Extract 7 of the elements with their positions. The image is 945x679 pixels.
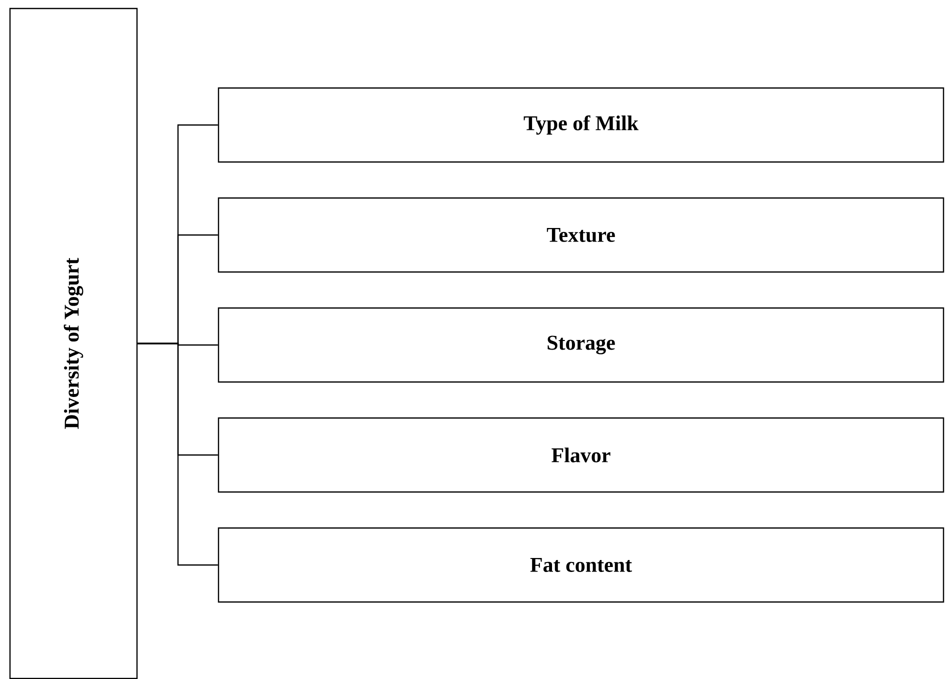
connector-line: [138, 342, 218, 566]
subcategory-box: Texture: [218, 197, 944, 273]
subcategory-box: Storage: [218, 307, 944, 383]
subcategory-box: Flavor: [218, 417, 944, 493]
subcategory-box: Type of Milk: [218, 87, 944, 163]
subcategory-box: Fat content: [218, 527, 944, 603]
category-box: Diversity of Yogurt: [9, 8, 138, 679]
